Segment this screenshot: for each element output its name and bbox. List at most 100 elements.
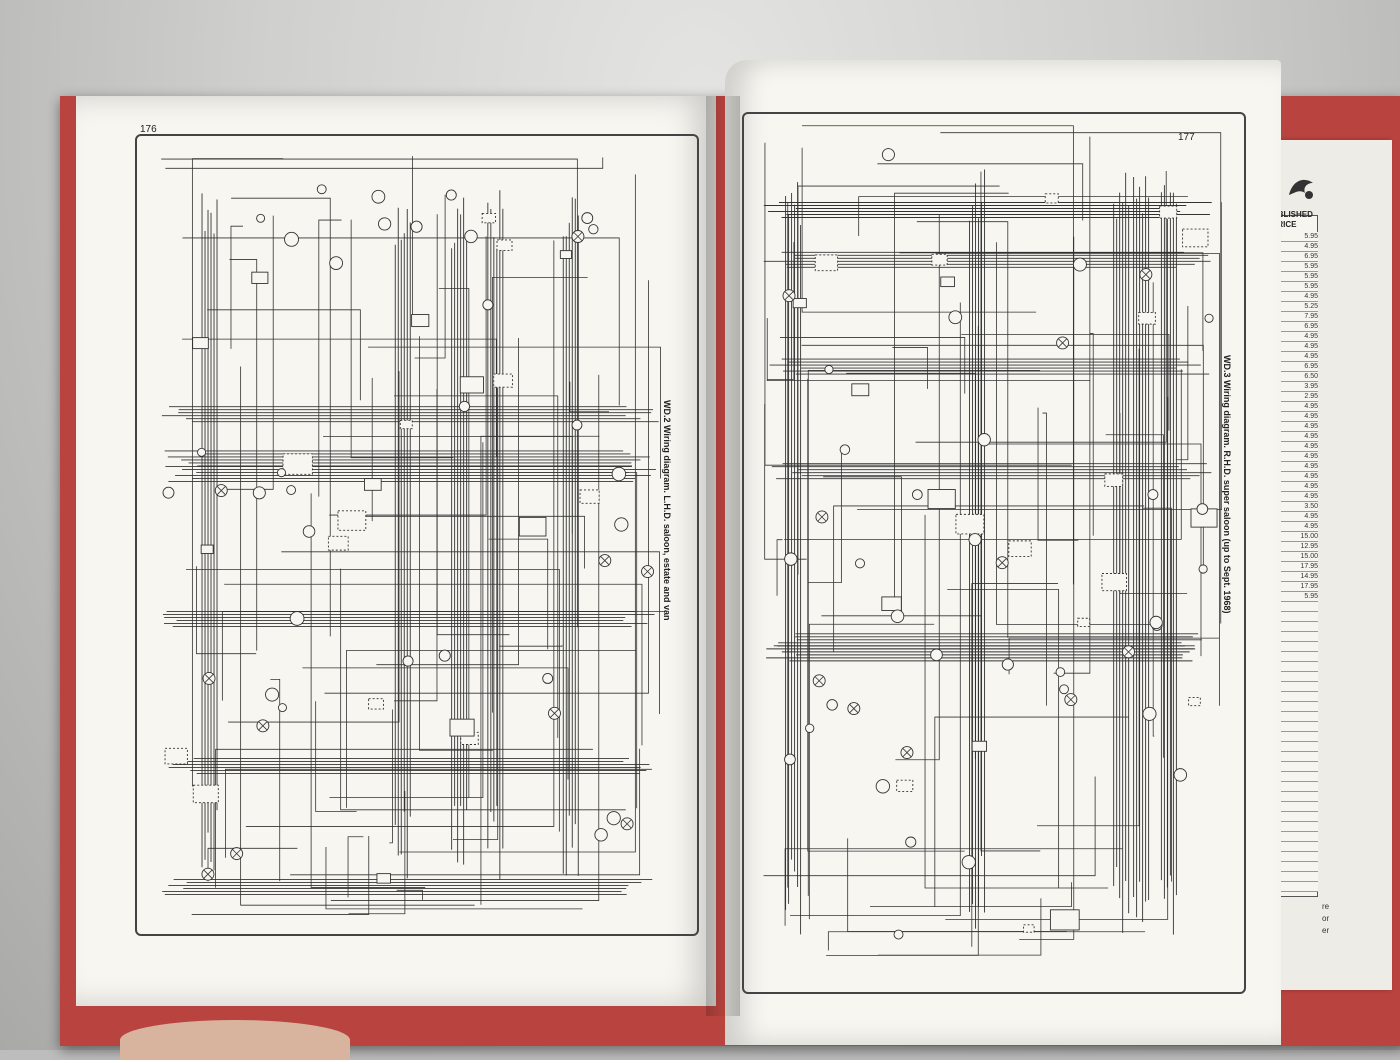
terminal-icon bbox=[287, 486, 296, 495]
component-box bbox=[165, 748, 187, 764]
component-box bbox=[882, 597, 901, 611]
terminal-icon bbox=[1150, 616, 1162, 628]
component-box bbox=[283, 454, 312, 475]
terminal-icon bbox=[612, 467, 626, 481]
price-value: 4.95 bbox=[1294, 512, 1318, 522]
terminal-icon bbox=[278, 704, 286, 712]
wire bbox=[1042, 413, 1046, 706]
terminal-icon bbox=[1056, 668, 1065, 677]
terminal-icon bbox=[876, 780, 889, 793]
terminal-icon bbox=[840, 445, 850, 455]
book-gutter bbox=[706, 96, 740, 1016]
wire bbox=[492, 277, 587, 712]
component-box bbox=[1050, 910, 1079, 930]
insert-text-2: or bbox=[1322, 914, 1329, 923]
terminal-icon bbox=[459, 401, 469, 411]
insert-text-1: re bbox=[1322, 902, 1329, 911]
price-value: 4.95 bbox=[1294, 442, 1318, 452]
price-value: 5.95 bbox=[1294, 592, 1318, 602]
terminal-icon bbox=[589, 225, 598, 234]
terminal-icon bbox=[827, 700, 838, 711]
price-value: 3.95 bbox=[1294, 382, 1318, 392]
component-box bbox=[400, 420, 412, 428]
terminal-icon bbox=[372, 190, 385, 203]
wire bbox=[834, 506, 1145, 652]
terminal-icon bbox=[572, 420, 582, 430]
terminal-icon bbox=[198, 448, 206, 456]
wire bbox=[281, 552, 659, 714]
terminal-icon bbox=[403, 656, 413, 666]
component-box bbox=[1024, 925, 1035, 932]
wire bbox=[570, 382, 609, 412]
wire bbox=[848, 838, 1067, 931]
component-box bbox=[377, 874, 391, 883]
component-box bbox=[1045, 194, 1058, 203]
left-wiring-diagram bbox=[150, 150, 670, 920]
wire bbox=[316, 701, 357, 811]
component-box bbox=[494, 374, 513, 387]
wire bbox=[895, 214, 939, 759]
component-box bbox=[460, 377, 483, 393]
price-value: 4.95 bbox=[1294, 422, 1318, 432]
terminal-icon bbox=[912, 490, 922, 500]
price-value: 4.95 bbox=[1294, 292, 1318, 302]
insert-text-3: er bbox=[1322, 926, 1329, 935]
terminal-icon bbox=[894, 930, 903, 939]
terminal-icon bbox=[969, 534, 981, 546]
component-box bbox=[793, 298, 806, 307]
terminal-icon bbox=[906, 837, 916, 847]
terminal-icon bbox=[806, 724, 814, 732]
terminal-icon bbox=[303, 526, 315, 538]
wire bbox=[413, 156, 418, 323]
terminal-icon bbox=[163, 487, 174, 498]
wire bbox=[1176, 306, 1188, 460]
publisher-logo-icon bbox=[1285, 175, 1319, 203]
wire bbox=[1038, 408, 1078, 541]
terminal-icon bbox=[582, 213, 593, 224]
wire bbox=[394, 396, 558, 738]
wire bbox=[925, 515, 1108, 888]
price-value: 5.95 bbox=[1294, 262, 1318, 272]
terminal-icon bbox=[931, 649, 943, 661]
wire bbox=[329, 442, 482, 797]
component-box bbox=[1139, 312, 1156, 324]
terminal-icon bbox=[882, 149, 894, 161]
wire bbox=[241, 366, 475, 905]
wire bbox=[826, 326, 978, 955]
wire bbox=[231, 198, 330, 636]
terminal-icon bbox=[1174, 769, 1187, 782]
price-value: 6.50 bbox=[1294, 372, 1318, 382]
price-value: 6.95 bbox=[1294, 362, 1318, 372]
component-box bbox=[252, 272, 268, 283]
terminal-icon bbox=[949, 311, 962, 324]
component-box bbox=[1105, 474, 1123, 486]
price-value: 5.95 bbox=[1294, 282, 1318, 292]
price-value: 14.95 bbox=[1294, 572, 1318, 582]
wire bbox=[208, 848, 297, 881]
component-box bbox=[928, 490, 955, 509]
terminal-icon bbox=[785, 553, 797, 565]
component-box bbox=[956, 514, 984, 534]
component-box bbox=[201, 545, 213, 553]
price-value: 3.50 bbox=[1294, 502, 1318, 512]
wire bbox=[846, 373, 975, 759]
terminal-icon bbox=[285, 232, 299, 246]
terminal-icon bbox=[446, 190, 456, 200]
wire bbox=[224, 216, 273, 490]
component-box bbox=[338, 511, 366, 530]
wire bbox=[246, 240, 554, 826]
right-diagram-caption: WD.3 Wiring diagram. R.H.D. super saloon… bbox=[1222, 355, 1232, 613]
terminal-icon bbox=[277, 469, 285, 477]
terminal-icon bbox=[615, 518, 628, 531]
terminal-icon bbox=[317, 185, 326, 194]
terminal-icon bbox=[978, 433, 990, 445]
price-value: 4.95 bbox=[1294, 412, 1318, 422]
component-box bbox=[193, 785, 218, 803]
component-box bbox=[193, 338, 209, 349]
component-box bbox=[972, 741, 986, 751]
terminal-icon bbox=[1148, 490, 1158, 500]
price-value: 6.95 bbox=[1294, 322, 1318, 332]
wire bbox=[419, 336, 493, 750]
component-box bbox=[560, 251, 571, 259]
terminal-icon bbox=[595, 829, 608, 842]
